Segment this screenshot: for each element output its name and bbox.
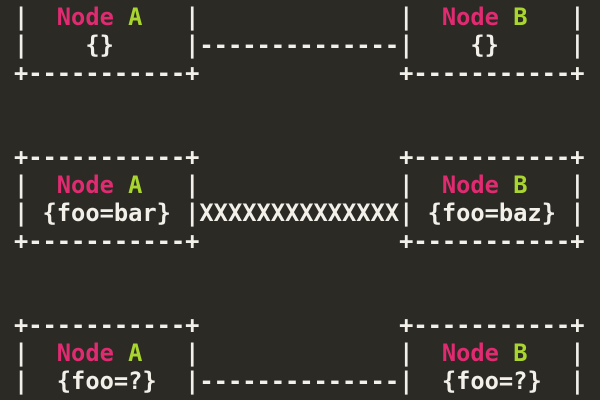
left-node-id: A bbox=[128, 3, 143, 31]
row-empty-state-titles: | Node A | | Node B | bbox=[14, 3, 585, 31]
box-border: +-----------+ bbox=[399, 59, 585, 87]
box-edge: | bbox=[399, 31, 414, 59]
box-edge: | bbox=[399, 171, 414, 199]
right-node-value: {foo=?} bbox=[441, 367, 542, 395]
row-conflict-state-top-borders: +-----------+ +-----------+ bbox=[14, 143, 585, 171]
left-node-value: {foo=bar} bbox=[42, 199, 171, 227]
box-border: +-----------+ bbox=[14, 227, 200, 255]
row-conflict-state-titles: | Node A | | Node B | bbox=[14, 171, 585, 199]
row-question-state-values: | {foo=?} |--------------| {foo=?} | bbox=[14, 367, 585, 395]
box-edge: | bbox=[399, 3, 414, 31]
box-edge: | bbox=[185, 31, 200, 59]
right-node-value: {} bbox=[470, 31, 499, 59]
row-question-state-top-borders: +-----------+ +-----------+ bbox=[14, 311, 585, 339]
right-node-id: B bbox=[513, 3, 528, 31]
right-node-id: B bbox=[513, 171, 528, 199]
box-border: +-----------+ bbox=[14, 59, 200, 87]
left-node-id: A bbox=[128, 339, 143, 367]
box-edge: | bbox=[14, 3, 29, 31]
right-node-value: {foo=baz} bbox=[427, 199, 556, 227]
box-border: +-----------+ bbox=[14, 311, 200, 339]
box-edge: | bbox=[185, 339, 200, 367]
box-edge: | bbox=[185, 171, 200, 199]
left-node-label: Node bbox=[56, 339, 114, 367]
box-edge: | bbox=[399, 199, 414, 227]
row-empty-state-values: | {} |--------------| {} | bbox=[14, 31, 585, 59]
box-edge: | bbox=[14, 339, 29, 367]
box-edge: | bbox=[570, 199, 585, 227]
blank-line bbox=[14, 115, 585, 143]
link-dashes: -------------- bbox=[199, 367, 400, 395]
link-dashes: -------------- bbox=[199, 31, 400, 59]
left-node-label: Node bbox=[56, 3, 114, 31]
box-border: +-----------+ bbox=[399, 311, 585, 339]
blank-line bbox=[14, 283, 585, 311]
link-broken: XXXXXXXXXXXXXX bbox=[199, 199, 400, 227]
box-border: +-----------+ bbox=[399, 227, 585, 255]
box-edge: | bbox=[14, 171, 29, 199]
blank-line bbox=[14, 255, 585, 283]
row-conflict-state-bottom-borders: +-----------+ +-----------+ bbox=[14, 227, 585, 255]
ascii-node-diagram: | Node A | | Node B || {} |-------------… bbox=[14, 3, 585, 395]
row-question-state-titles: | Node A | | Node B | bbox=[14, 339, 585, 367]
box-edge: | bbox=[399, 339, 414, 367]
left-node-value: {} bbox=[85, 31, 114, 59]
row-empty-state-bottom-borders: +-----------+ +-----------+ bbox=[14, 59, 585, 87]
right-node-label: Node bbox=[441, 171, 499, 199]
right-node-id: B bbox=[513, 339, 528, 367]
box-edge: | bbox=[570, 339, 585, 367]
box-edge: | bbox=[570, 3, 585, 31]
box-edge: | bbox=[185, 367, 200, 395]
box-edge: | bbox=[14, 367, 29, 395]
blank-line bbox=[14, 87, 585, 115]
box-edge: | bbox=[570, 171, 585, 199]
right-node-label: Node bbox=[441, 3, 499, 31]
box-edge: | bbox=[14, 31, 29, 59]
right-node-label: Node bbox=[441, 339, 499, 367]
box-edge: | bbox=[570, 31, 585, 59]
left-node-id: A bbox=[128, 171, 143, 199]
box-edge: | bbox=[185, 3, 200, 31]
left-node-label: Node bbox=[56, 171, 114, 199]
box-border: +-----------+ bbox=[14, 143, 200, 171]
box-border: +-----------+ bbox=[399, 143, 585, 171]
left-node-value: {foo=?} bbox=[56, 367, 157, 395]
box-edge: | bbox=[399, 367, 414, 395]
box-edge: | bbox=[570, 367, 585, 395]
row-conflict-state-values: | {foo=bar} |XXXXXXXXXXXXXX| {foo=baz} | bbox=[14, 199, 585, 227]
box-edge: | bbox=[185, 199, 200, 227]
box-edge: | bbox=[14, 199, 29, 227]
